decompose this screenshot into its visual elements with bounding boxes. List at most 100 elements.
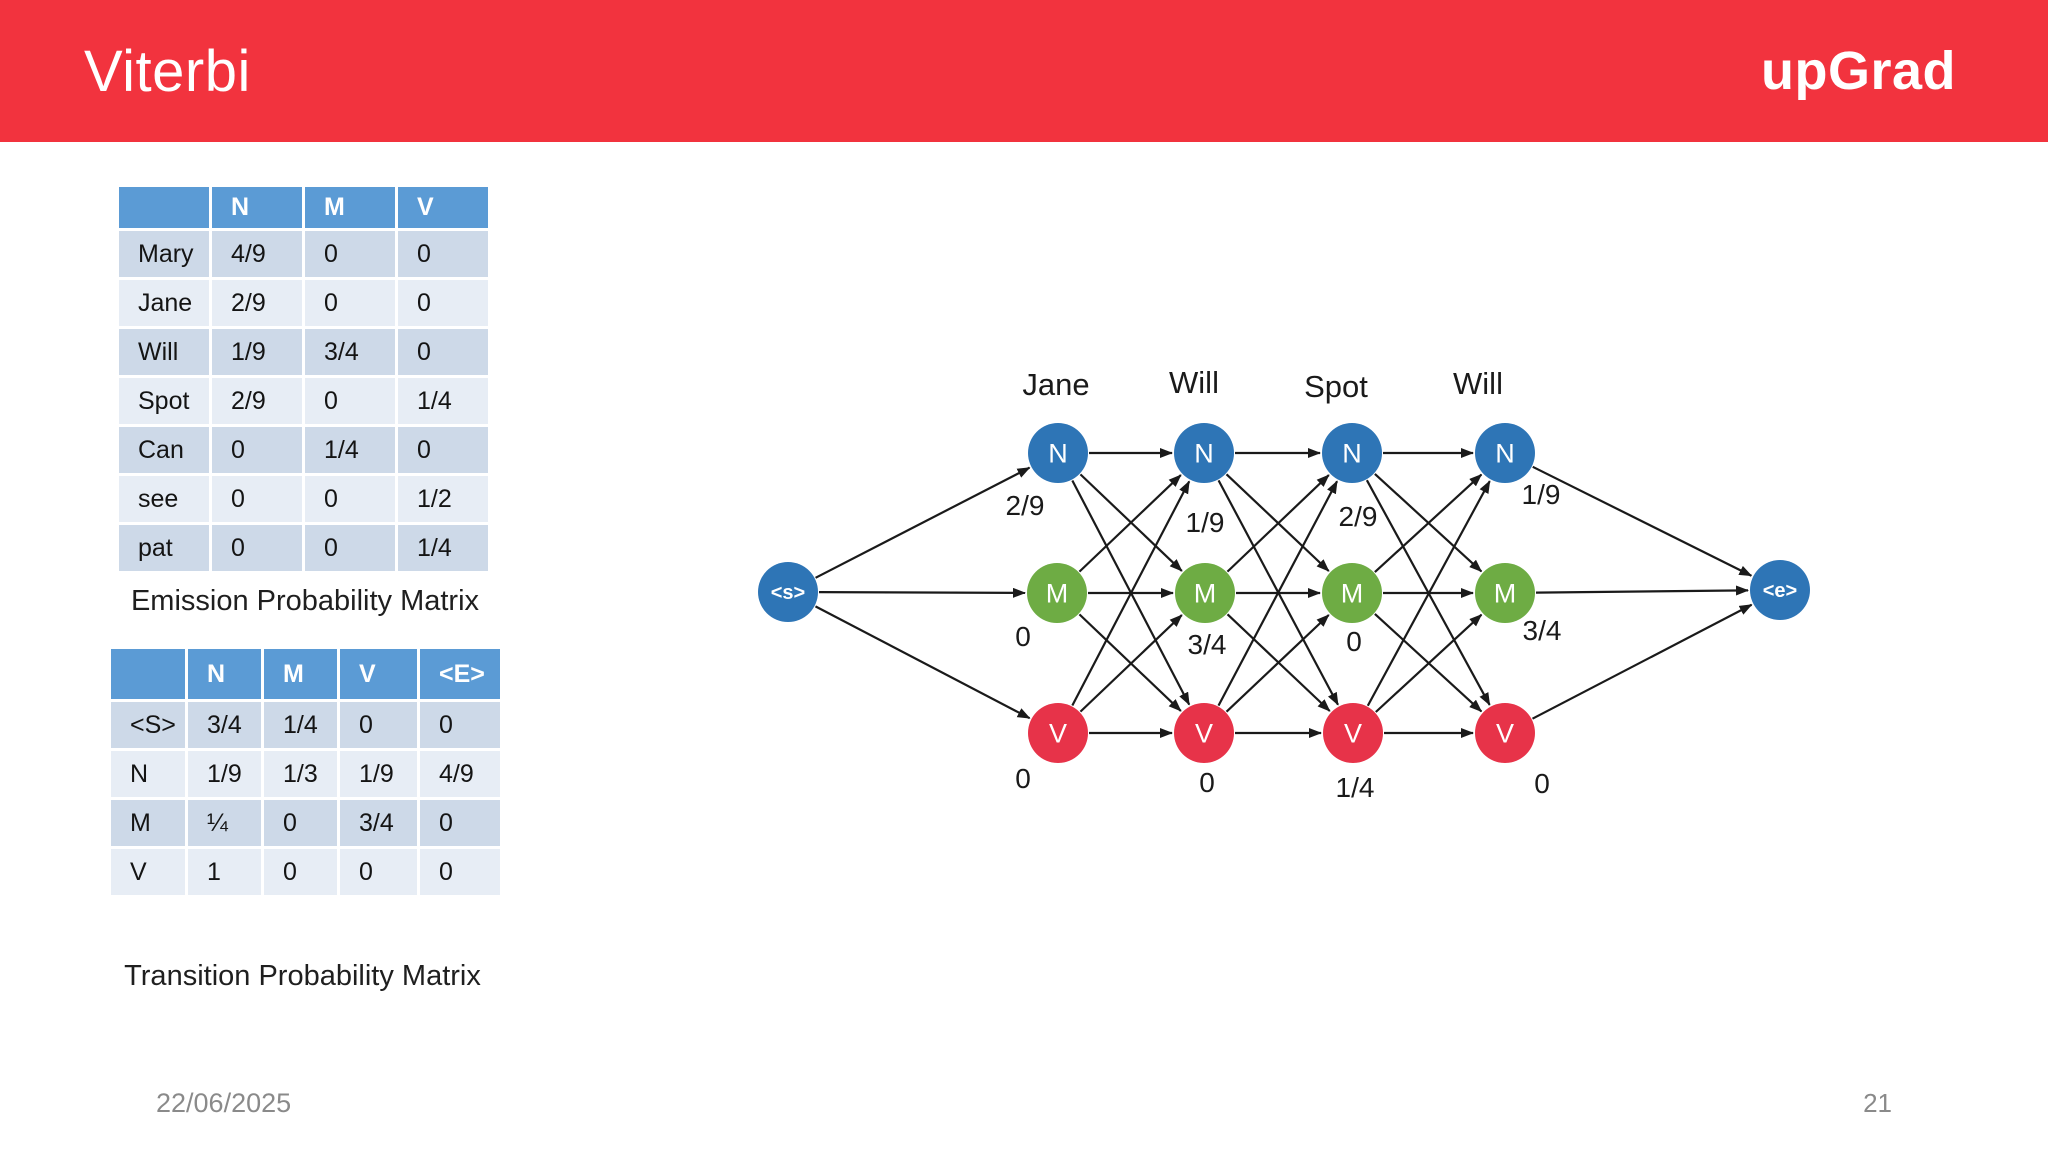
column-header-cell: M: [305, 187, 395, 228]
upgrad-logo: upGrad: [1760, 41, 1956, 101]
node-label: V: [1344, 718, 1362, 748]
row-label-cell: pat: [119, 525, 209, 571]
column-header-cell: <E>: [420, 649, 500, 699]
node-label: N: [1342, 438, 1362, 468]
row-label-cell: Mary: [119, 231, 209, 277]
column-header-cell: V: [340, 649, 417, 699]
node-label: V: [1049, 718, 1067, 748]
value-cell: 0: [398, 231, 488, 277]
node-circle: [1750, 560, 1810, 620]
header-bar: Viterbi upGrad: [0, 0, 2048, 142]
transition-edge-s-c0m: [818, 587, 1027, 598]
value-cell: 3/4: [305, 329, 395, 375]
transition-edge-c2v-c3m: [1375, 613, 1483, 713]
value-cell: 0: [264, 849, 337, 895]
state-node-c0n: N: [1028, 423, 1088, 483]
transition-edge-c3n-e: [1532, 465, 1753, 577]
column-header-cell: N: [212, 187, 302, 228]
column-header-cell: [111, 649, 185, 699]
row-label-cell: N: [111, 751, 185, 797]
probability-label-9: 1/9: [1522, 479, 1561, 510]
value-cell: 1/4: [398, 525, 488, 571]
row-label-cell: M: [111, 800, 185, 846]
row-label-cell: Will: [119, 329, 209, 375]
node-circle: [1475, 563, 1535, 623]
transition-edge-s-c0n: [815, 466, 1031, 579]
probability-label-8: 1/4: [1336, 772, 1375, 803]
word-label-1: Will: [1169, 365, 1219, 400]
node-label: M: [1341, 578, 1364, 608]
value-cell: 1/9: [340, 751, 417, 797]
node-circle: [1174, 423, 1234, 483]
state-node-c0m: M: [1027, 563, 1087, 623]
value-cell: 2/9: [212, 280, 302, 326]
word-label-3: Will: [1453, 366, 1503, 401]
transition-edge-c1m-c2n: [1226, 474, 1330, 573]
state-node-e: <e>: [1750, 560, 1810, 620]
node-label: M: [1194, 578, 1217, 608]
transition-edge-s-c0v: [814, 605, 1031, 720]
value-cell: 0: [305, 231, 395, 277]
value-cell: 0: [340, 702, 417, 748]
column-header-cell: N: [188, 649, 261, 699]
state-node-c0v: V: [1028, 703, 1088, 763]
value-cell: 0: [420, 702, 500, 748]
value-cell: 1/4: [264, 702, 337, 748]
probability-label-7: 0: [1346, 626, 1362, 657]
node-label: M: [1494, 578, 1517, 608]
transition-edge-c0v-c1n: [1071, 480, 1191, 707]
value-cell: 1/9: [188, 751, 261, 797]
node-label: N: [1048, 438, 1068, 468]
state-node-s: <s>: [758, 562, 818, 622]
transition-edge-c0m-c1v: [1078, 613, 1182, 712]
row-label-cell: see: [119, 476, 209, 522]
slide-title: Viterbi: [84, 38, 251, 104]
node-circle: [1175, 563, 1235, 623]
transition-table-caption: Transition Probability Matrix: [124, 960, 481, 992]
column-header-cell: [119, 187, 209, 228]
node-label: V: [1195, 718, 1213, 748]
probability-label-0: 2/9: [1006, 490, 1045, 521]
word-label-0: Jane: [1022, 367, 1089, 402]
node-circle: [1174, 703, 1234, 763]
node-label: <e>: [1763, 580, 1797, 602]
slide-date: 22/06/2025: [156, 1088, 292, 1118]
column-header-cell: M: [264, 649, 337, 699]
transition-edge-c1v-c2n: [1217, 480, 1339, 707]
node-circle: [1475, 423, 1535, 483]
probability-label-3: 1/9: [1186, 507, 1225, 538]
value-cell: 0: [305, 476, 395, 522]
transition-edge-c1v-c2m: [1225, 614, 1330, 713]
state-node-c2v: V: [1323, 703, 1383, 763]
row-label-cell: <S>: [111, 702, 185, 748]
state-node-c2n: N: [1322, 423, 1382, 483]
value-cell: 1: [188, 849, 261, 895]
value-cell: 0: [212, 525, 302, 571]
value-cell: 0: [305, 525, 395, 571]
value-cell: 0: [420, 800, 500, 846]
row-label-cell: Can: [119, 427, 209, 473]
transition-edge-c2v-c3n: [1366, 480, 1491, 707]
transition-edge-c0v-c1m: [1079, 614, 1183, 713]
value-cell: 4/9: [420, 751, 500, 797]
state-node-c1m: M: [1175, 563, 1235, 623]
value-cell: 0: [340, 849, 417, 895]
state-node-c3m: M: [1475, 563, 1535, 623]
node-label: N: [1194, 438, 1214, 468]
node-label: <s>: [771, 582, 805, 604]
value-cell: 1/4: [398, 378, 488, 424]
state-node-c1v: V: [1174, 703, 1234, 763]
node-label: V: [1496, 718, 1514, 748]
node-circle: [1027, 563, 1087, 623]
node-circle: [1322, 563, 1382, 623]
node-circle: [1028, 703, 1088, 763]
probability-label-11: 0: [1534, 768, 1550, 799]
emission-table-caption: Emission Probability Matrix: [130, 585, 480, 617]
